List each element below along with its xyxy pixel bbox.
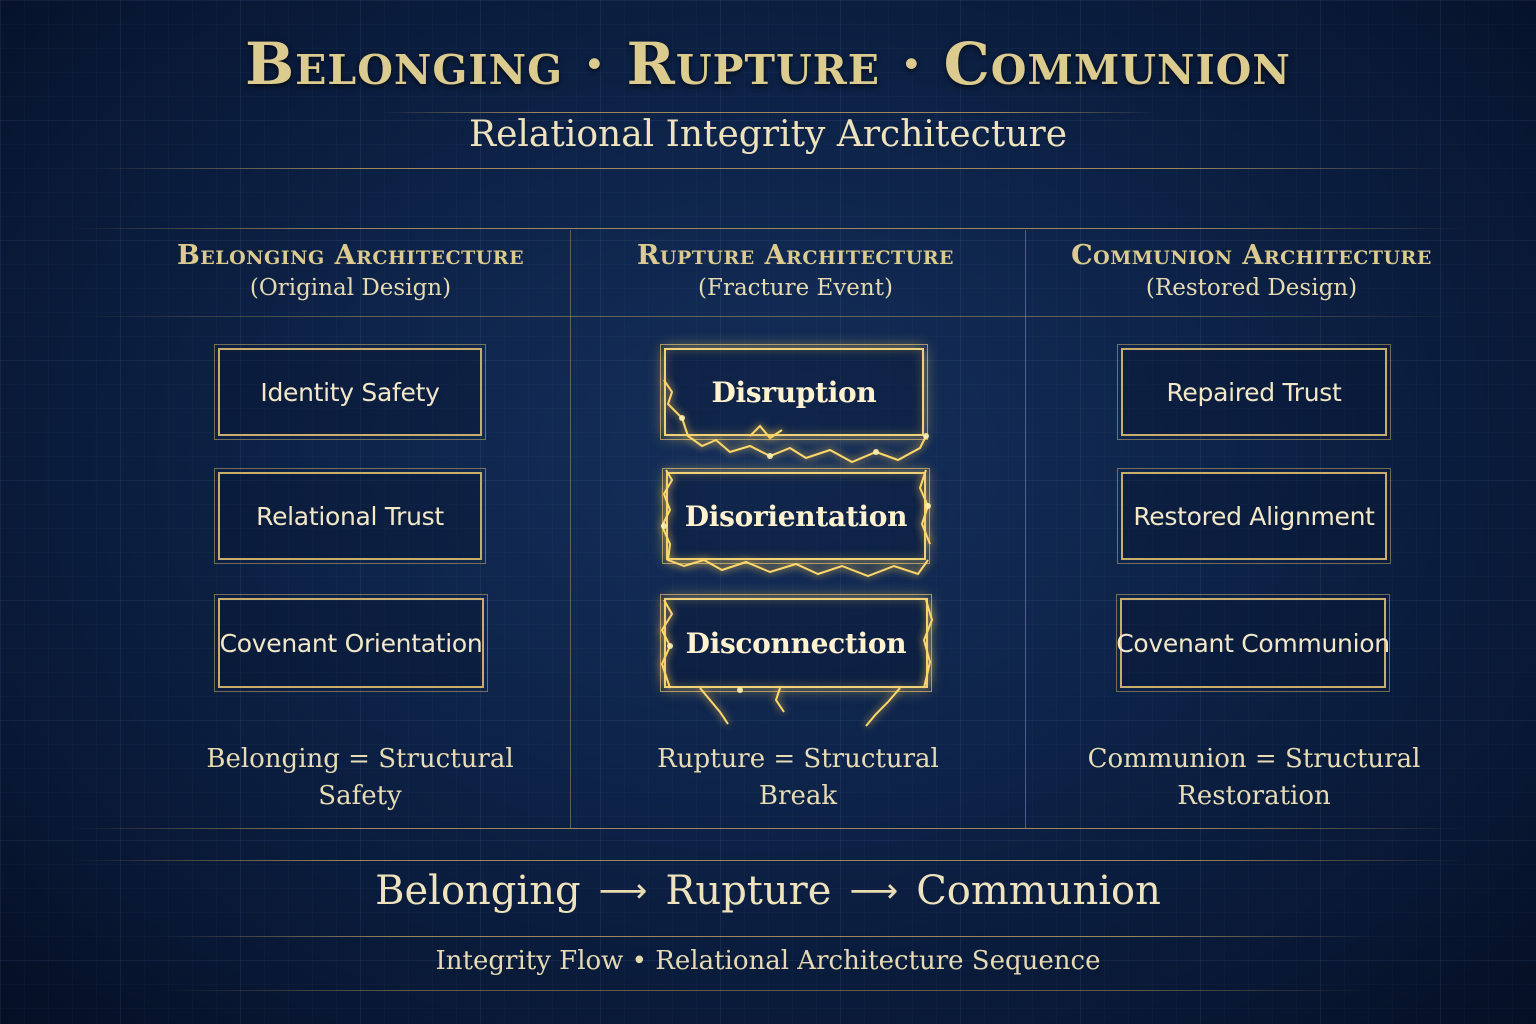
belonging-caption-line1: Belonging = Structural	[206, 744, 514, 774]
flow-step-communion: Communion	[916, 868, 1161, 914]
communion-caption-line2: Restoration	[1177, 781, 1331, 811]
restored-alignment-box: Restored Alignment	[1117, 468, 1391, 564]
panel-header-divider	[70, 316, 1466, 317]
disruption-box: Disruption	[660, 344, 928, 440]
identity-safety-box: Identity Safety	[214, 344, 486, 440]
covenant-communion-box: Covenant Communion	[1116, 594, 1390, 692]
rupture-caption-line1: Rupture = Structural	[657, 744, 939, 774]
page-title: Belonging · Rupture · Communion	[245, 30, 1291, 98]
footer-bottom-divider	[160, 990, 1376, 991]
rupture-column-subtitle: (Fracture Event)	[698, 275, 893, 301]
covenant-orientation-box: Covenant Orientation	[214, 594, 488, 692]
long-right-arrow-icon: ⟶	[598, 871, 648, 911]
relational-trust-box: Relational Trust	[214, 468, 486, 564]
communion-column-subtitle: (Restored Design)	[1145, 275, 1358, 301]
page-subtitle: Relational Integrity Architecture	[468, 114, 1067, 155]
belonging-caption: Belonging = Structural Safety	[170, 741, 550, 815]
communion-caption-line1: Communion = Structural	[1087, 744, 1421, 774]
footer-caption: Integrity Flow • Relational Architecture…	[435, 946, 1101, 976]
rupture-caption: Rupture = Structural Break	[608, 741, 988, 815]
disorientation-box: Disorientation	[662, 468, 930, 564]
title-divider	[380, 112, 1156, 113]
flow-step-rupture: Rupture	[665, 868, 832, 914]
panel-bottom-border	[70, 828, 1466, 829]
belonging-caption-line2: Safety	[318, 781, 402, 811]
subtitle-divider	[90, 168, 1446, 169]
flow-step-belonging: Belonging	[375, 868, 581, 914]
disconnection-box: Disconnection	[660, 594, 932, 692]
column-divider-right	[1025, 230, 1026, 828]
footer-divider	[160, 936, 1376, 937]
rupture-column-title: Rupture Architecture	[636, 240, 955, 271]
integrity-flow-sequence: Belonging ⟶ Rupture ⟶ Communion	[0, 868, 1536, 914]
communion-caption: Communion = Structural Restoration	[1064, 741, 1444, 815]
communion-column-title: Communion Architecture	[1071, 240, 1432, 271]
belonging-column-header: Belonging Architecture (Original Design)	[123, 240, 578, 301]
flow-top-divider	[70, 860, 1466, 861]
communion-column-header: Communion Architecture (Restored Design)	[1024, 240, 1479, 301]
column-divider-left	[570, 230, 571, 828]
panel-top-border	[70, 228, 1466, 229]
belonging-column-title: Belonging Architecture	[176, 240, 525, 271]
repaired-trust-box: Repaired Trust	[1117, 344, 1391, 440]
belonging-column-subtitle: (Original Design)	[249, 275, 452, 301]
rupture-caption-line2: Break	[758, 781, 838, 811]
rupture-column-header: Rupture Architecture (Fracture Event)	[568, 240, 1023, 301]
long-right-arrow-icon: ⟶	[849, 871, 899, 911]
